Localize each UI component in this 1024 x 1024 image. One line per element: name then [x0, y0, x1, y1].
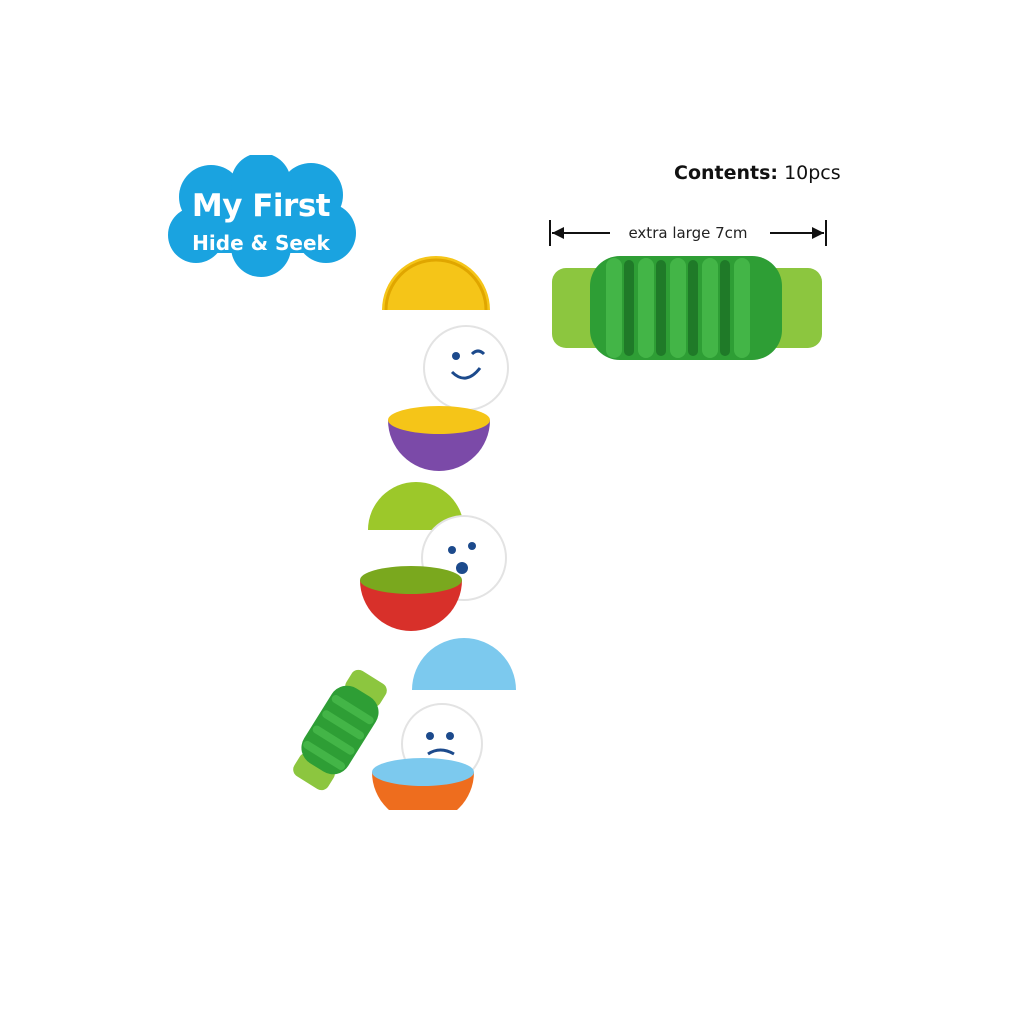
- contents-key: Contents:: [674, 162, 779, 184]
- contents-label: Contents: 10pcs: [674, 162, 841, 184]
- large-green-toy: [552, 256, 822, 360]
- badge-subtitle: Hide & Seek: [192, 231, 330, 255]
- cloud-badge-shape: [168, 153, 356, 277]
- badge-title: My First: [191, 188, 331, 224]
- dimension-label: extra large 7cm: [628, 224, 748, 242]
- dimension-indicator: extra large 7cm: [548, 216, 828, 250]
- contents-value: 10pcs: [784, 162, 841, 184]
- dimension-arrows: [549, 220, 827, 246]
- toy-stack: [293, 256, 516, 810]
- brand-badge: My First Hide & Seek: [166, 153, 356, 277]
